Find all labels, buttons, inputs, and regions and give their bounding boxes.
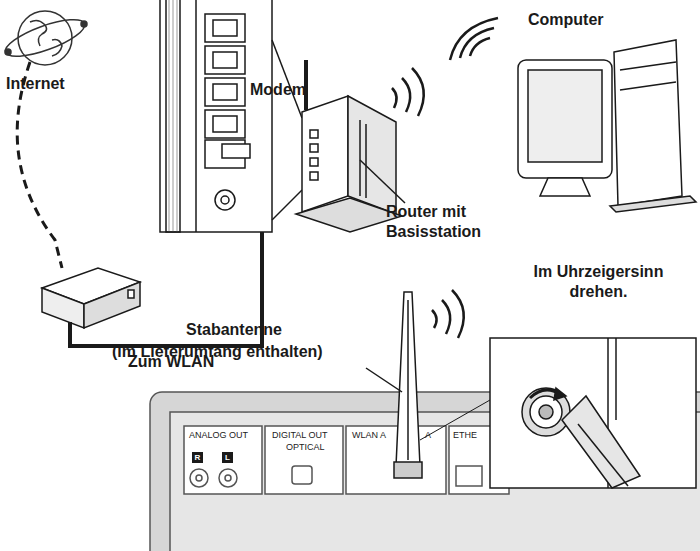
instruction-label: Im Uhrzeigersinn drehen. bbox=[506, 262, 691, 302]
globe-label: Internet bbox=[6, 74, 65, 94]
antenna-label: Stabantenne bbox=[186, 320, 282, 340]
globe-icon bbox=[1, 11, 88, 65]
computer-label: Computer bbox=[528, 10, 604, 30]
leader-line bbox=[366, 368, 402, 392]
inset-detail bbox=[420, 338, 696, 488]
port-label: OPTICAL bbox=[286, 442, 325, 453]
rod-antenna bbox=[394, 292, 422, 478]
computer-icon bbox=[518, 40, 696, 212]
channel-marker: R bbox=[192, 452, 203, 463]
modem-label: Modem bbox=[250, 80, 306, 100]
internet-line bbox=[17, 62, 62, 268]
channel-marker: L bbox=[222, 452, 233, 463]
modem-device bbox=[42, 268, 140, 328]
port-label: WLAN A bbox=[352, 430, 386, 441]
port-label: ETHE bbox=[453, 430, 477, 441]
port-label: A bbox=[425, 430, 431, 441]
port-label: ANALOG OUT bbox=[189, 430, 248, 441]
router-label: Router mit Basisstation bbox=[386, 202, 506, 242]
port-label: DIGITAL OUT bbox=[272, 430, 328, 441]
antenna-note: (im Lieferumfang enthalten) bbox=[112, 342, 323, 362]
router-back-panel bbox=[160, 0, 302, 232]
wifi-waves bbox=[392, 18, 498, 338]
